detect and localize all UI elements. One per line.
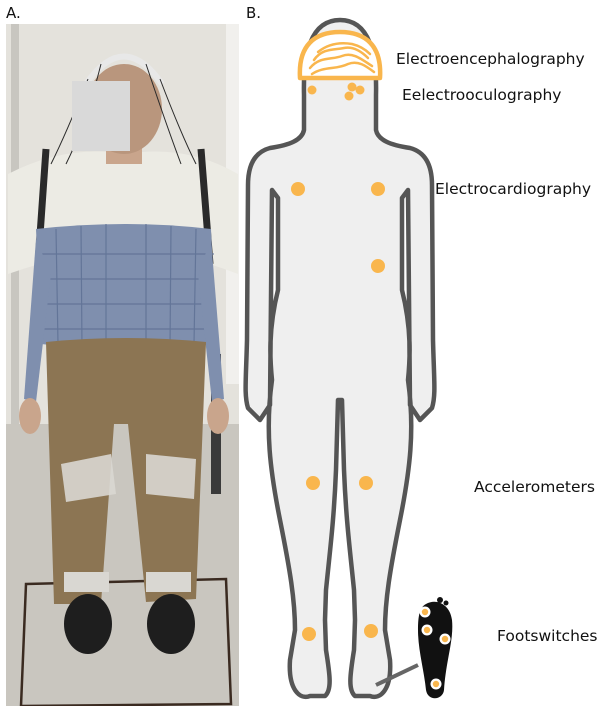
eeg-cap <box>300 32 380 78</box>
eog-electrode <box>345 92 354 101</box>
foot-toe <box>437 597 443 603</box>
floor <box>6 424 239 706</box>
right-ankle-tape <box>146 572 191 592</box>
sensor-body-diagram <box>240 0 613 709</box>
ecg-electrode <box>371 259 385 273</box>
eog-electrode <box>308 86 317 95</box>
label-footswitches: Footswitches <box>497 627 598 645</box>
ecg-electrode <box>371 182 385 196</box>
face-anonymization-box <box>72 81 130 151</box>
eog-electrode <box>356 86 365 95</box>
left-ankle-tape <box>64 572 109 592</box>
left-hand <box>19 398 41 434</box>
label-electrooculography: Eelectrooculography <box>402 86 561 104</box>
ecg-electrode <box>291 182 305 196</box>
accelerometer <box>364 624 378 638</box>
right-knee-tape <box>146 454 196 499</box>
panel-label-a: A. <box>6 4 21 22</box>
foot-toe <box>444 601 449 606</box>
accelerometer <box>302 627 316 641</box>
right-shoe <box>147 594 195 654</box>
eog-electrode <box>348 83 357 92</box>
body-silhouette <box>246 20 435 697</box>
accelerometer <box>359 476 373 490</box>
participant-photo <box>6 24 239 706</box>
accelerometer <box>306 476 320 490</box>
right-hand <box>207 398 229 434</box>
label-electroencephalography: Electroencephalography <box>396 50 585 68</box>
label-accelerometers: Accelerometers <box>474 478 595 496</box>
plaid-shirt <box>36 224 216 349</box>
left-shoe <box>64 594 112 654</box>
label-electrocardiography: Electrocardiography <box>435 180 591 198</box>
